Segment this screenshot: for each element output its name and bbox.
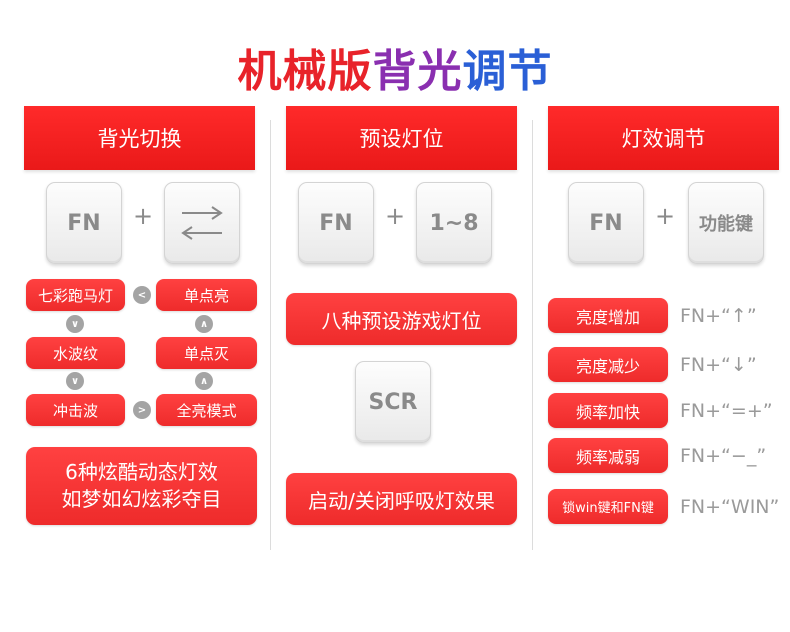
plus-sign: + bbox=[655, 202, 676, 230]
lock-win-fn-label: 锁win键和FN键 bbox=[548, 489, 668, 524]
lock-win-fn-combo: FN+“WIN” bbox=[680, 496, 780, 518]
effect-ripple: 水波纹 bbox=[26, 337, 125, 369]
plus-sign: + bbox=[385, 202, 406, 230]
frequency-up-label: 频率加快 bbox=[548, 393, 668, 428]
fn-key: FN bbox=[46, 182, 122, 264]
summary-banner: 6种炫酷动态灯效 如梦如幻炫彩夺目 bbox=[26, 447, 257, 525]
title-part-2: 背光 bbox=[372, 46, 463, 97]
brightness-down-label: 亮度减少 bbox=[548, 347, 668, 382]
chevron-right-icon: > bbox=[133, 401, 151, 419]
frequency-down-label: 频率减弱 bbox=[548, 438, 668, 473]
effect-shockwave: 冲击波 bbox=[26, 394, 125, 426]
chevron-up-icon: ∧ bbox=[195, 372, 213, 390]
page-title: 机械版背光调节 bbox=[0, 35, 790, 99]
frequency-up-combo: FN+“=+” bbox=[680, 400, 773, 422]
scr-key: SCR bbox=[355, 361, 431, 443]
plus-sign: + bbox=[133, 202, 154, 230]
effect-rainbow-marquee: 七彩跑马灯 bbox=[26, 279, 125, 311]
column-divider bbox=[270, 120, 271, 550]
chevron-down-icon: ∨ bbox=[66, 315, 84, 333]
brightness-up-label: 亮度增加 bbox=[548, 298, 668, 333]
frequency-down-combo: FN+“−_” bbox=[680, 445, 767, 467]
number-range-key: 1~8 bbox=[416, 182, 492, 264]
chevron-down-icon: ∨ bbox=[66, 372, 84, 390]
header-preset-lights: 预设灯位 bbox=[286, 106, 517, 170]
title-part-3: 调节 bbox=[462, 46, 553, 97]
chevron-up-icon: ∧ bbox=[195, 315, 213, 333]
header-effect-adjust: 灯效调节 bbox=[548, 106, 779, 170]
switch-arrows-icon bbox=[181, 206, 223, 240]
column-divider bbox=[532, 120, 533, 550]
fn-key: FN bbox=[568, 182, 644, 264]
brightness-down-combo: FN+“↓” bbox=[680, 354, 757, 376]
function-key: 功能键 bbox=[688, 182, 764, 264]
effect-full-bright: 全亮模式 bbox=[156, 394, 257, 426]
breathing-toggle-label: 启动/关闭呼吸灯效果 bbox=[286, 473, 517, 525]
chevron-left-icon: < bbox=[133, 286, 151, 304]
preset-lights-label: 八种预设游戏灯位 bbox=[286, 293, 517, 345]
brightness-up-combo: FN+“↑” bbox=[680, 305, 757, 327]
title-part-1: 机械版 bbox=[237, 46, 373, 97]
summary-line-1: 6种炫酷动态灯效 bbox=[65, 460, 218, 484]
effect-single-point-off: 单点灭 bbox=[156, 337, 257, 369]
summary-line-2: 如梦如幻炫彩夺目 bbox=[61, 487, 222, 511]
fn-key: FN bbox=[298, 182, 374, 264]
effect-single-point-on: 单点亮 bbox=[156, 279, 257, 311]
header-backlight-switch: 背光切换 bbox=[24, 106, 255, 170]
switch-arrows-key bbox=[164, 182, 240, 264]
